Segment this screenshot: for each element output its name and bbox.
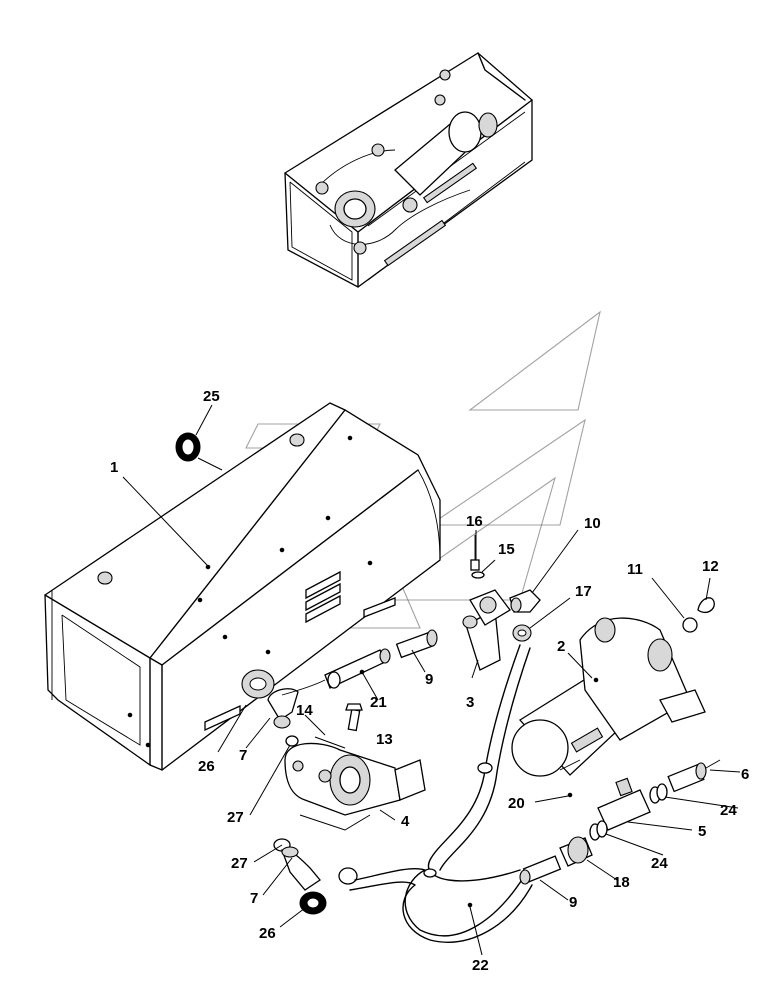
callout-14: 14 (296, 702, 313, 719)
clip-12 (697, 597, 715, 614)
callout-11: 11 (627, 561, 643, 578)
grommet-26-upper (241, 669, 275, 699)
washer-24-upper (649, 783, 668, 804)
callout-6: 6 (741, 766, 749, 783)
fitting-6 (667, 759, 721, 793)
callout-16: 16 (466, 513, 483, 530)
callout-27-upper: 27 (227, 809, 244, 826)
pump-4 (284, 742, 426, 831)
callout-10: 10 (584, 515, 601, 532)
fitting-9-lower (519, 855, 562, 885)
callout-7-lower: 7 (250, 890, 258, 907)
callout-1: 1 (110, 459, 118, 476)
fitting-9-upper (395, 629, 438, 659)
callout-2: 2 (557, 638, 565, 655)
callout-20: 20 (508, 795, 525, 812)
elbow-7-upper (267, 688, 299, 729)
fitting-11 (682, 617, 698, 633)
hose-20 (427, 644, 573, 882)
coupler-18 (559, 836, 593, 867)
grommet-25 (175, 432, 223, 471)
callout-12: 12 (702, 558, 719, 575)
valve-5 (597, 777, 651, 831)
hose-21 (281, 648, 391, 696)
screw-16 (470, 535, 480, 571)
callout-9-lower: 9 (569, 894, 577, 911)
callout-26-upper: 26 (198, 758, 215, 775)
hose-22 (349, 867, 533, 943)
overview-assembly (284, 52, 533, 288)
callout-7-upper: 7 (239, 747, 247, 764)
callout-25: 25 (203, 388, 220, 405)
callout-26-lower: 26 (259, 925, 276, 942)
leader-lines (122, 404, 741, 956)
callout-24-lower: 24 (651, 855, 668, 872)
clamp-27-upper (285, 735, 299, 747)
callout-24-upper: 24 (720, 802, 737, 819)
callout-18: 18 (613, 874, 630, 891)
callout-27-lower: 27 (231, 855, 248, 872)
callout-3: 3 (466, 694, 474, 711)
washer-15 (471, 571, 485, 579)
fitting-17 (512, 624, 532, 642)
main-housing (44, 402, 441, 771)
grommet-26-lower (299, 891, 327, 915)
callout-22: 22 (472, 957, 489, 974)
callout-labels: 1 2 3 4 5 6 7 7 9 9 10 11 12 13 14 15 16… (110, 388, 749, 974)
fitting-10 (509, 589, 541, 613)
callout-21: 21 (370, 694, 387, 711)
callout-13: 13 (376, 731, 393, 748)
callout-15: 15 (498, 541, 515, 558)
motor-2 (511, 617, 706, 777)
callout-5: 5 (698, 823, 706, 840)
bolt-13 (314, 703, 363, 749)
valve-3 (462, 589, 511, 671)
callout-17: 17 (575, 583, 592, 600)
callout-4: 4 (401, 813, 410, 830)
clamp-lower (338, 867, 358, 885)
callout-9-upper: 9 (425, 671, 433, 688)
elbow-7-lower (281, 846, 321, 891)
washer-24-lower (589, 820, 608, 841)
